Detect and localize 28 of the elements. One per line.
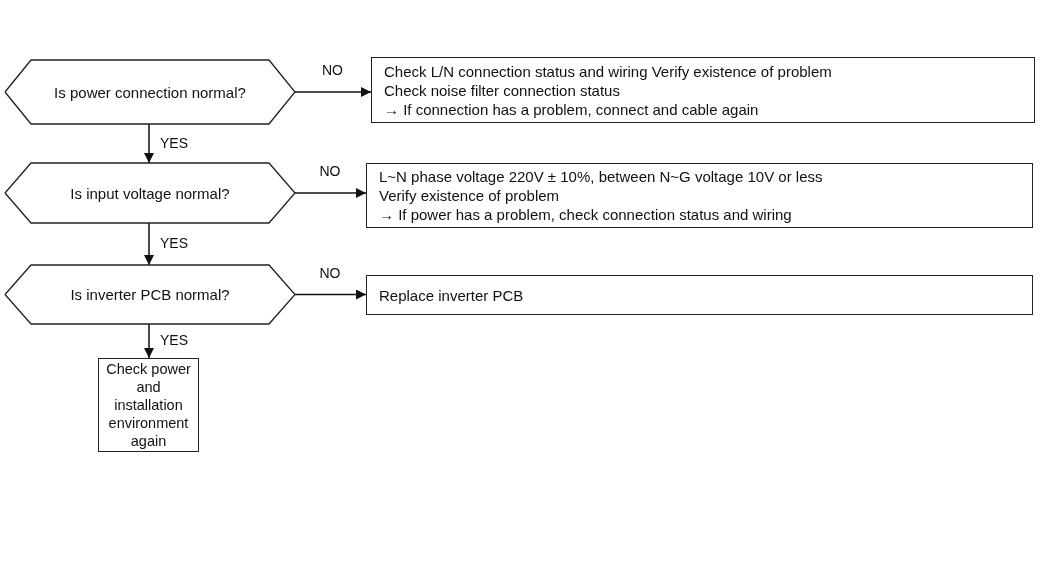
edge-label: NO xyxy=(321,62,344,78)
arrow xyxy=(144,222,154,266)
box-text: Check power and installation environment again xyxy=(105,360,192,450)
process-box xyxy=(98,358,199,452)
box-text: → If connection has a problem, connect and cable again xyxy=(384,99,759,119)
decision-hexagon xyxy=(5,265,295,324)
action-box xyxy=(366,163,1033,228)
arrow xyxy=(294,289,367,300)
box-text: Is input voltage normal? xyxy=(70,183,230,203)
box-text: Replace inverter PCB xyxy=(379,285,524,305)
action-box xyxy=(371,57,1035,123)
arrow xyxy=(144,123,154,164)
box-text: Is inverter PCB normal? xyxy=(70,285,230,304)
box-text: Check L/N connection status and wiring Verify existence of problem xyxy=(384,61,832,81)
arrow xyxy=(294,188,367,198)
arrow xyxy=(144,323,154,359)
edge-label: NO xyxy=(318,163,342,179)
box-text: L~N phase voltage 220V ± 10%, between N~G voltage 10V or less xyxy=(379,167,823,186)
edge-label: YES xyxy=(159,332,189,348)
decision-hexagon xyxy=(5,163,295,223)
box-text: Verify existence of problem xyxy=(379,186,560,205)
edge-label: YES xyxy=(159,235,189,251)
box-text: → If power has a problem, check connection status and wiring xyxy=(379,205,792,224)
action-box xyxy=(366,275,1033,315)
box-text: Is power connection normal? xyxy=(54,82,246,102)
arrow xyxy=(294,87,372,97)
decision-hexagon xyxy=(5,60,295,124)
box-text: Check noise filter connection status xyxy=(384,80,620,100)
